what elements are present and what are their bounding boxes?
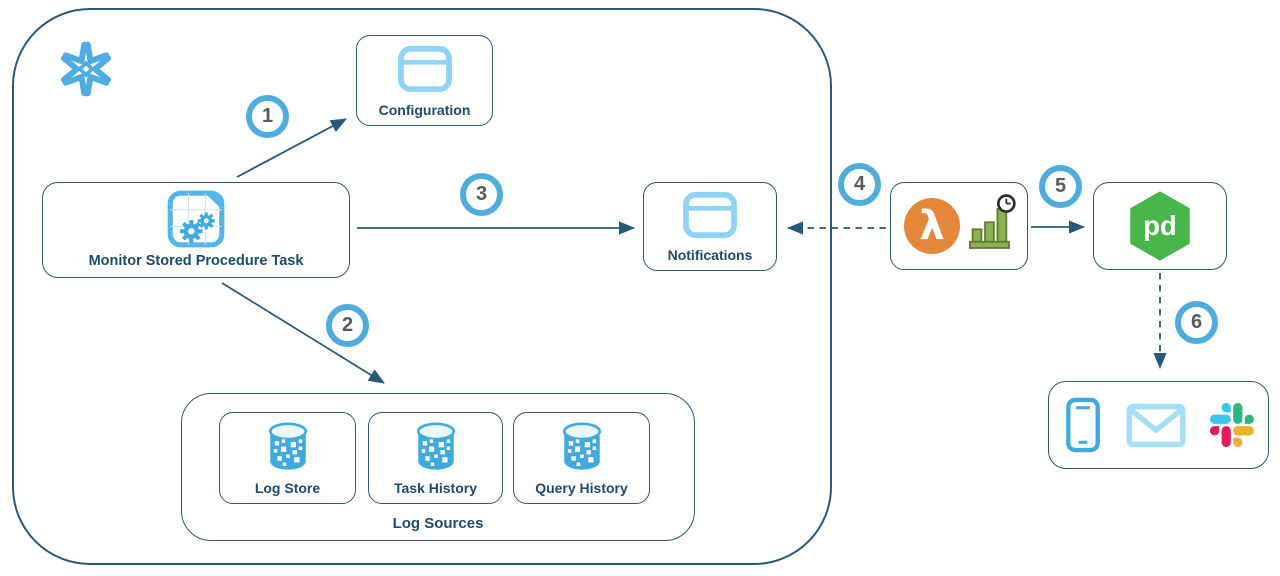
clock-icon [996,194,1016,213]
aws-lambda-icon: λ [903,198,960,254]
monitor-task-node: Monitor Stored Procedure Task [42,182,350,278]
query-history-node: Query History [513,412,650,504]
lambda-icons-row: λ [902,194,1017,256]
pagerduty-logo-text: pd [1143,210,1176,241]
window-table-icon [683,192,737,239]
stored-procedure-document-icon [167,190,225,247]
pixel-pattern [567,439,596,467]
log-store-node: Log Store [219,412,356,504]
notification-channels-node [1048,381,1269,469]
monitor-task-label: Monitor Stored Procedure Task [88,253,304,270]
log-sources-label: Log Sources [392,515,484,532]
step-circle-6: 6 [1175,301,1218,344]
channels-icons-row [1064,397,1254,453]
pagerduty-node: pd [1093,182,1227,270]
pixel-pattern [273,439,302,467]
log-store-icon-wrap [263,413,313,481]
log-sources-group: Log Store Task History [181,393,695,541]
step-circle-2: 2 [326,304,369,347]
database-icon [416,422,455,470]
step-number: 4 [853,173,866,195]
lambda-glyph: λ [919,203,944,249]
step-circle-1: 1 [246,95,289,138]
configuration-label: Configuration [378,101,471,118]
notifications-label: Notifications [667,246,753,263]
monitor-task-icon-wrap [166,183,226,254]
configuration-icon-wrap [396,36,454,103]
task-history-node: Task History [368,412,503,504]
lambda-function-node: λ [890,182,1028,270]
slack-icon [1209,403,1254,447]
step-number: 1 [261,105,274,127]
pixel-pattern [421,439,450,467]
database-icon [562,422,601,470]
configuration-node: Configuration [356,35,493,126]
snowflake-logo-icon [60,41,112,97]
step-circle-4: 4 [838,163,881,206]
phone-icon [1065,397,1100,453]
notifications-node: Notifications [643,182,777,271]
notifications-icon-wrap [681,183,739,248]
task-history-icon-wrap [411,413,461,481]
query-history-icon-wrap [557,413,607,481]
step-circle-3: 3 [460,173,503,216]
step-number: 6 [1190,311,1203,333]
query-history-label: Query History [535,479,628,496]
step-number: 2 [341,314,354,336]
log-store-label: Log Store [254,479,321,496]
step-number: 3 [475,183,488,205]
email-icon [1125,403,1186,447]
task-history-label: Task History [394,479,477,496]
step-number: 5 [1054,175,1067,197]
scheduled-metrics-icon [968,194,1016,249]
window-table-icon [397,46,452,93]
step-circle-5: 5 [1039,165,1082,208]
database-icon [268,422,307,470]
pagerduty-icon: pd [1130,191,1190,261]
